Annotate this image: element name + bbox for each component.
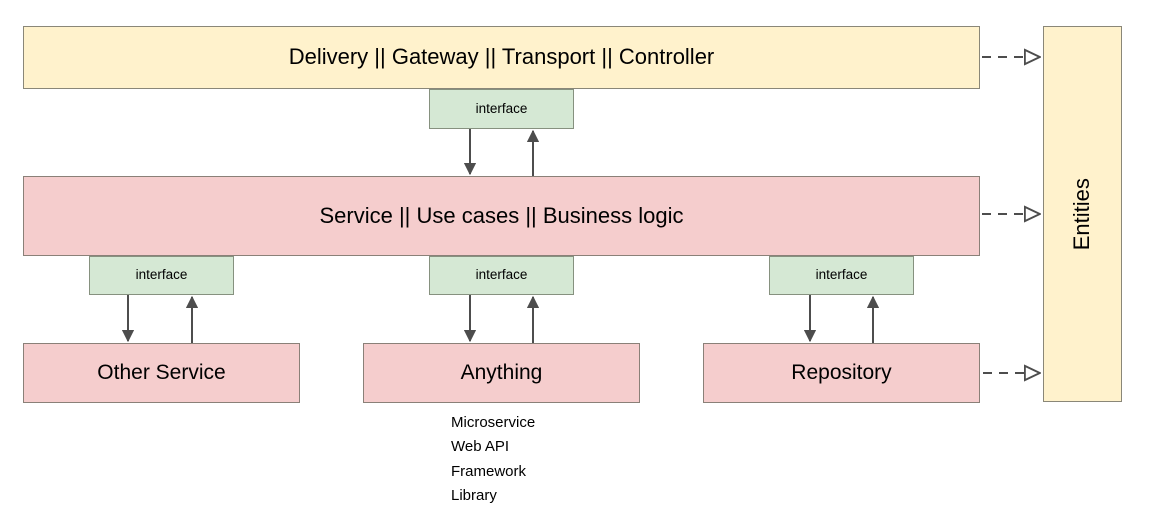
anything-examples-list: Microservice Web API Framework Library [451,411,535,508]
delivery-layer-box[interactable]: Delivery || Gateway || Transport || Cont… [23,26,980,89]
anything-label: Anything [460,361,543,385]
other-service-box[interactable]: Other Service [23,343,300,403]
delivery-layer-label: Delivery || Gateway || Transport || Cont… [288,44,715,70]
interface-other-service-box[interactable]: interface [89,256,234,295]
interface-anything-box[interactable]: interface [429,256,574,295]
list-item-web-api: Web API [451,438,510,456]
service-layer-box[interactable]: Service || Use cases || Business logic [23,176,980,256]
repository-box[interactable]: Repository [703,343,980,403]
list-item-microservice: Microservice [451,414,536,431]
interface-delivery-service-label: interface [475,100,528,116]
list-item-framework: Framework [451,462,527,480]
anything-box[interactable]: Anything [363,343,640,403]
list-item-library: Library [451,486,497,504]
interface-other-service-label: interface [135,267,188,283]
service-layer-label: Service || Use cases || Business logic [319,202,684,228]
interface-delivery-service-box[interactable]: interface [429,89,574,129]
other-service-label: Other Service [97,361,226,385]
interface-anything-label: interface [475,267,528,283]
entities-label: Entities [1069,177,1095,251]
interface-repository-box[interactable]: interface [769,256,914,295]
repository-label: Repository [791,361,892,385]
interface-repository-label: interface [815,267,868,283]
entities-box[interactable]: Entities [1043,26,1122,402]
